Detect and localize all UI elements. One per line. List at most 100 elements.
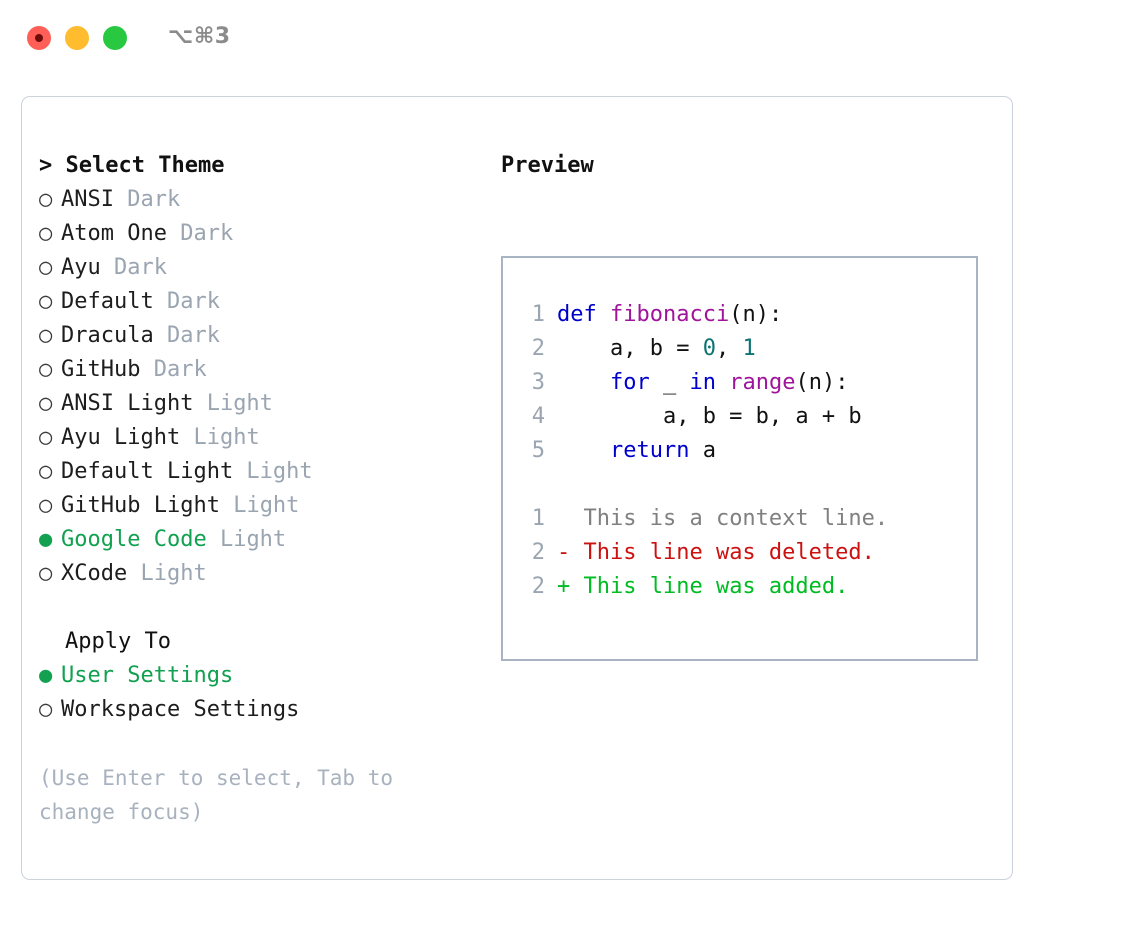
theme-name: GitHub	[61, 357, 141, 382]
radio-unselected-icon: ○	[39, 697, 53, 722]
theme-variant-badge: Dark	[166, 221, 234, 246]
theme-list-item[interactable]: ○ GitHub Dark	[39, 353, 499, 387]
code-line: 2 a, b = 0, 1	[503, 332, 976, 366]
theme-list-item[interactable]: ○XCode Light	[39, 557, 499, 591]
code-token: def	[557, 302, 610, 327]
apply-to-heading: Apply To	[65, 629, 171, 654]
theme-picker-title: Select Theme	[65, 153, 225, 178]
theme-name: ANSI Light	[61, 391, 194, 416]
apply-to-label: Workspace Settings	[61, 697, 300, 722]
line-number: 5	[531, 438, 545, 463]
code-token: a, b =	[557, 336, 703, 361]
theme-list-item[interactable]: ○ ANSI Light Light	[39, 387, 499, 421]
keyboard-hint: (Use Enter to select, Tab to change focu…	[39, 766, 394, 824]
code-line: 3 for _ in range(n):	[503, 366, 976, 400]
code-token: range	[729, 370, 796, 395]
code-token: (n):	[729, 302, 783, 327]
caret-icon: >	[39, 153, 53, 178]
diff-sign	[557, 506, 570, 531]
theme-variant-badge: Light	[233, 459, 313, 484]
minimize-button[interactable]	[65, 26, 89, 50]
code-line: 4 a, b = b, a + b	[503, 400, 976, 434]
main-panel: > Select Theme ○ANSI Dark○Atom One Dark○…	[21, 96, 1013, 880]
theme-name: XCode	[61, 561, 128, 586]
title-bar: ⌥⌘3	[0, 0, 1140, 80]
hint-spacer	[39, 727, 499, 761]
theme-picker: > Select Theme ○ANSI Dark○Atom One Dark○…	[39, 149, 499, 829]
diff-lines: 1 This is a context line.2- This line wa…	[503, 502, 976, 604]
diff-text: This is a context line.	[570, 506, 889, 531]
radio-unselected-icon: ○	[39, 187, 53, 212]
theme-variant-badge: Light	[206, 527, 287, 552]
theme-variant-badge: Dark	[113, 187, 181, 212]
theme-variant-badge: Dark	[153, 323, 220, 348]
radio-unselected-icon: ○	[39, 221, 53, 246]
theme-list-item[interactable]: ○Ayu Dark	[39, 251, 499, 285]
code-token: a, b = b, a + b	[557, 404, 862, 429]
theme-picker-heading: > Select Theme	[39, 149, 499, 183]
radio-unselected-icon: ○	[39, 255, 53, 280]
code-token: for	[609, 370, 650, 395]
diff-sign: +	[557, 574, 571, 599]
line-number: 2	[531, 540, 545, 565]
theme-list-item[interactable]: ○ ANSI Dark	[39, 183, 499, 217]
zoom-button[interactable]	[103, 26, 127, 50]
theme-variant-badge: Light	[219, 493, 300, 518]
code-token: fibonacci	[609, 302, 730, 327]
theme-name: ANSI	[61, 187, 114, 212]
diff-text: This line was deleted.	[570, 540, 875, 565]
theme-name: Ayu Light	[61, 425, 181, 450]
radio-selected-icon: ●	[39, 527, 53, 552]
line-number: 4	[531, 404, 545, 429]
theme-list-item[interactable]: ○Atom One Dark	[39, 217, 499, 251]
radio-unselected-icon: ○	[39, 357, 53, 382]
line-number: 2	[531, 574, 545, 599]
code-diff-separator	[503, 468, 976, 502]
radio-selected-icon: ●	[39, 663, 53, 688]
theme-list-item[interactable]: ○ Dracula Dark	[39, 319, 499, 353]
theme-list-item[interactable]: ○ Default Light Light	[39, 455, 499, 489]
diff-line: 2- This line was deleted.	[503, 536, 976, 570]
code-token: 0	[702, 336, 716, 361]
theme-list-item[interactable]: ○ GitHub Light Light	[39, 489, 499, 523]
theme-variant-badge: Light	[193, 391, 273, 416]
radio-unselected-icon: ○	[39, 391, 53, 416]
code-token: ,	[715, 336, 743, 361]
list-spacer	[39, 591, 499, 625]
code-line: 1 def fibonacci(n):	[503, 298, 976, 332]
code-token: (n):	[795, 370, 849, 395]
theme-name: Default Light	[61, 459, 234, 484]
radio-unselected-icon: ○	[39, 493, 53, 518]
theme-list-item[interactable]: ○Default Dark	[39, 285, 499, 319]
traffic-lights	[27, 26, 127, 50]
theme-list-item[interactable]: ○Ayu Light Light	[39, 421, 499, 455]
diff-sign: -	[557, 540, 571, 565]
line-number: 1	[531, 506, 545, 531]
diff-line: 2+ This line was added.	[503, 570, 976, 604]
code-token: _	[649, 370, 690, 395]
diff-line: 1 This is a context line.	[503, 502, 976, 536]
radio-unselected-icon: ○	[39, 323, 53, 348]
apply-to-option[interactable]: ●User Settings	[39, 659, 499, 693]
code-token: 1	[742, 336, 756, 361]
theme-list: ○ANSI Dark○Atom One Dark○Ayu Dark○Defaul…	[39, 183, 499, 591]
code-token: return	[609, 438, 690, 463]
apply-to-options: ●User Settings ○ Workspace Settings	[39, 659, 499, 727]
close-button[interactable]	[27, 26, 51, 50]
radio-unselected-icon: ○	[39, 289, 53, 314]
radio-unselected-icon: ○	[39, 459, 53, 484]
code-token	[557, 438, 610, 463]
theme-variant-badge: Dark	[140, 357, 207, 382]
radio-unselected-icon: ○	[39, 561, 53, 586]
line-number: 1	[531, 302, 545, 327]
line-number: 3	[531, 370, 545, 395]
theme-name: Google Code	[61, 527, 207, 552]
apply-to-option[interactable]: ○ Workspace Settings	[39, 693, 499, 727]
theme-name: GitHub Light	[61, 493, 220, 518]
theme-variant-badge: Dark	[153, 289, 220, 314]
theme-list-item[interactable]: ● Google Code Light	[39, 523, 499, 557]
theme-name: Dracula	[61, 323, 154, 348]
